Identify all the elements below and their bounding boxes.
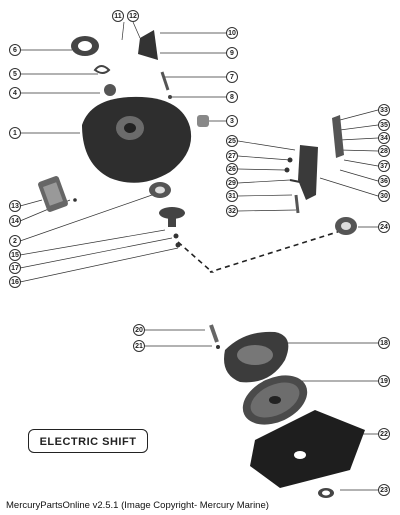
callout-5: 5: [9, 68, 21, 80]
callout-24: 24: [378, 221, 390, 233]
callout-13: 13: [9, 200, 21, 212]
electric-shift-label: ELECTRIC SHIFT: [28, 429, 148, 453]
callout-1: 1: [9, 127, 21, 139]
leader-lines: [19, 21, 379, 491]
callout-8: 8: [226, 91, 238, 103]
callout-11: 11: [112, 10, 124, 22]
callout-29: 29: [226, 177, 238, 189]
bearing-4: [104, 84, 116, 96]
callout-21: 21: [133, 340, 145, 352]
callout-36: 36: [378, 175, 390, 187]
callout-20: 20: [133, 324, 145, 336]
callout-35: 35: [378, 119, 390, 131]
callout-26: 26: [226, 163, 238, 175]
callout-15: 15: [9, 249, 21, 261]
lower-clutch-assembly: [209, 324, 365, 498]
callout-7: 7: [226, 71, 238, 83]
snap-ring-5: [93, 65, 111, 74]
callout-34: 34: [378, 132, 390, 144]
copyright-footer: MercuryPartsOnline v2.5.1 (Image Copyrig…: [6, 500, 269, 511]
callout-25: 25: [226, 135, 238, 147]
clutch-housing-1: [82, 96, 192, 183]
callout-19: 19: [378, 375, 390, 387]
nut-3: [197, 115, 209, 127]
callout-4: 4: [9, 87, 21, 99]
callout-23: 23: [378, 484, 390, 496]
callout-14: 14: [9, 215, 21, 227]
callout-10: 10: [226, 27, 238, 39]
bracket-9: [138, 30, 158, 60]
upper-parts: [71, 30, 209, 183]
shift-lever-33: [332, 115, 344, 158]
lower-left-parts: [38, 176, 185, 248]
callout-2: 2: [9, 235, 21, 247]
callout-33: 33: [378, 104, 390, 116]
callout-22: 22: [378, 428, 390, 440]
callout-31: 31: [226, 190, 238, 202]
callout-12: 12: [127, 10, 139, 22]
callout-16: 16: [9, 276, 21, 288]
callout-27: 27: [226, 150, 238, 162]
callout-37: 37: [378, 160, 390, 172]
shift-mechanism: [284, 115, 357, 235]
gasket-22: [250, 410, 365, 488]
callout-6: 6: [9, 44, 21, 56]
shift-linkage-path: [177, 227, 351, 273]
callout-18: 18: [378, 337, 390, 349]
callout-30: 30: [378, 190, 390, 202]
screw-20: [209, 324, 219, 343]
callout-9: 9: [226, 47, 238, 59]
pin-7: [160, 71, 170, 91]
callout-28: 28: [378, 145, 390, 157]
shift-fork-30: [298, 145, 318, 200]
callout-32: 32: [226, 205, 238, 217]
callout-3: 3: [226, 115, 238, 127]
callout-17: 17: [9, 262, 21, 274]
